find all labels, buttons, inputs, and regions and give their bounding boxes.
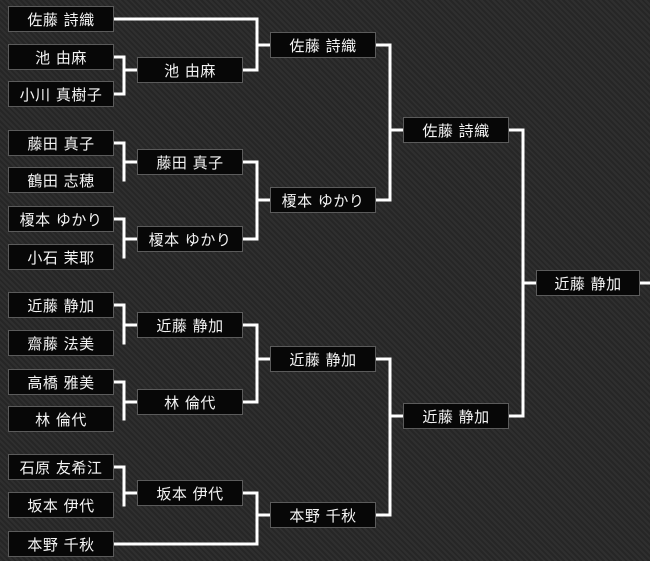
connector-line — [112, 465, 139, 507]
round2-player-5: 林 倫代 — [137, 389, 243, 415]
connector-line — [112, 491, 272, 546]
connector-line — [374, 357, 405, 517]
round1-player-1: 佐藤 詩織 — [8, 6, 114, 32]
connector-line — [241, 160, 272, 241]
round1-player-6: 榎本 ゆかり — [8, 206, 114, 232]
round3-player-3: 近藤 静加 — [270, 346, 376, 372]
round1-player-11: 林 倫代 — [8, 406, 114, 432]
connector-line — [112, 217, 139, 259]
semifinal-player-1: 佐藤 詩織 — [403, 117, 509, 143]
semifinal-player-2: 近藤 静加 — [403, 403, 509, 429]
round1-player-13: 坂本 伊代 — [8, 492, 114, 518]
round1-player-3: 小川 真樹子 — [8, 81, 114, 107]
round1-player-8: 近藤 静加 — [8, 292, 114, 318]
connector-line — [112, 141, 139, 182]
round3-player-1: 佐藤 詩織 — [270, 32, 376, 58]
final-winner: 近藤 静加 — [536, 270, 640, 296]
round1-player-9: 齋藤 法美 — [8, 330, 114, 356]
connector-line — [112, 380, 139, 421]
connector-line — [507, 128, 538, 418]
round1-player-10: 高橋 雅美 — [8, 369, 114, 395]
connector-line — [374, 43, 405, 202]
round3-player-4: 本野 千秋 — [270, 502, 376, 528]
round1-player-14: 本野 千秋 — [8, 531, 114, 557]
round1-player-12: 石原 友希江 — [8, 454, 114, 480]
round1-player-2: 池 由麻 — [8, 44, 114, 70]
round3-player-2: 榎本 ゆかり — [270, 187, 376, 213]
connector-line — [112, 17, 272, 72]
connector-line — [112, 303, 139, 345]
round2-player-1: 池 由麻 — [137, 57, 243, 83]
round1-player-4: 藤田 真子 — [8, 130, 114, 156]
round2-player-6: 坂本 伊代 — [137, 480, 243, 506]
connector-line — [112, 55, 139, 96]
connector-line — [241, 323, 272, 404]
round1-player-7: 小石 茉耶 — [8, 244, 114, 270]
round2-player-3: 榎本 ゆかり — [137, 226, 243, 252]
round2-player-2: 藤田 真子 — [137, 149, 243, 175]
round1-player-5: 鶴田 志穂 — [8, 167, 114, 193]
round2-player-4: 近藤 静加 — [137, 312, 243, 338]
